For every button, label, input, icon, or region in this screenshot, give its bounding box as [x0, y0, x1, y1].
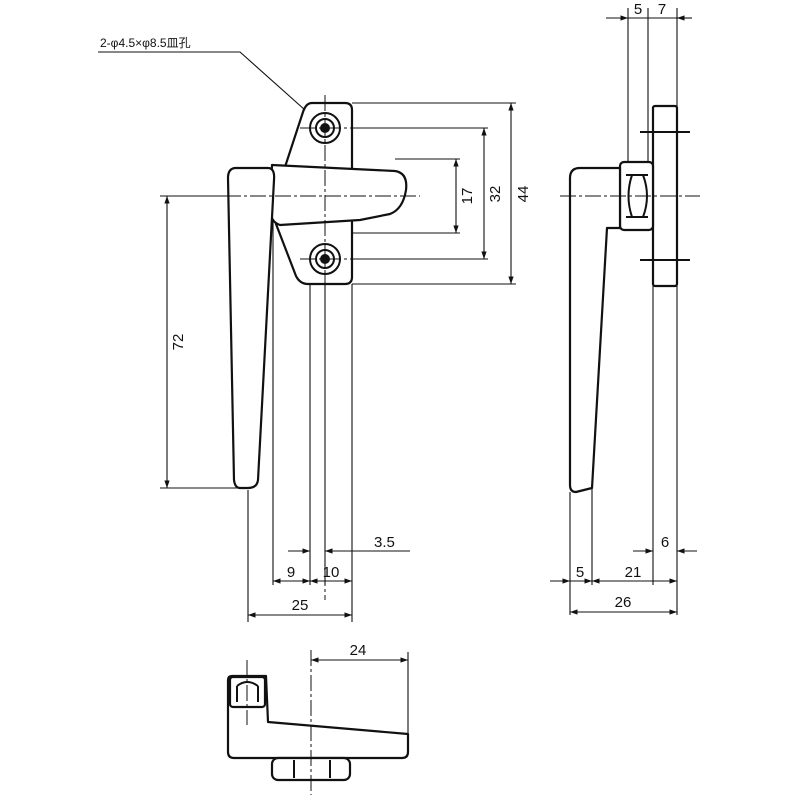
dim-9: 9 [287, 564, 295, 581]
dim-17: 17 [459, 188, 476, 205]
dim-72: 72 [170, 334, 187, 351]
handle-grip [226, 166, 276, 490]
dim-24: 24 [350, 642, 367, 659]
dim-6: 6 [661, 534, 669, 551]
dim-26: 26 [615, 594, 632, 611]
dim-21: 21 [625, 564, 642, 581]
dim-7-top: 7 [658, 1, 666, 18]
dim-5-top: 5 [634, 1, 642, 18]
bottom-view [226, 650, 410, 795]
dim-10: 10 [323, 564, 340, 581]
side-view [550, 8, 700, 615]
front-view [98, 51, 516, 622]
dim-3-5: 3.5 [374, 534, 395, 551]
bottom-body [226, 674, 410, 760]
lever-head [268, 163, 408, 227]
dim-5-side: 5 [576, 564, 584, 581]
hole-spec-label: 2-φ4.5×φ8.5皿孔 [100, 36, 191, 50]
dim-25: 25 [292, 597, 309, 614]
dim-32: 32 [487, 186, 504, 203]
dim-44: 44 [515, 186, 532, 203]
side-handle [568, 166, 622, 494]
